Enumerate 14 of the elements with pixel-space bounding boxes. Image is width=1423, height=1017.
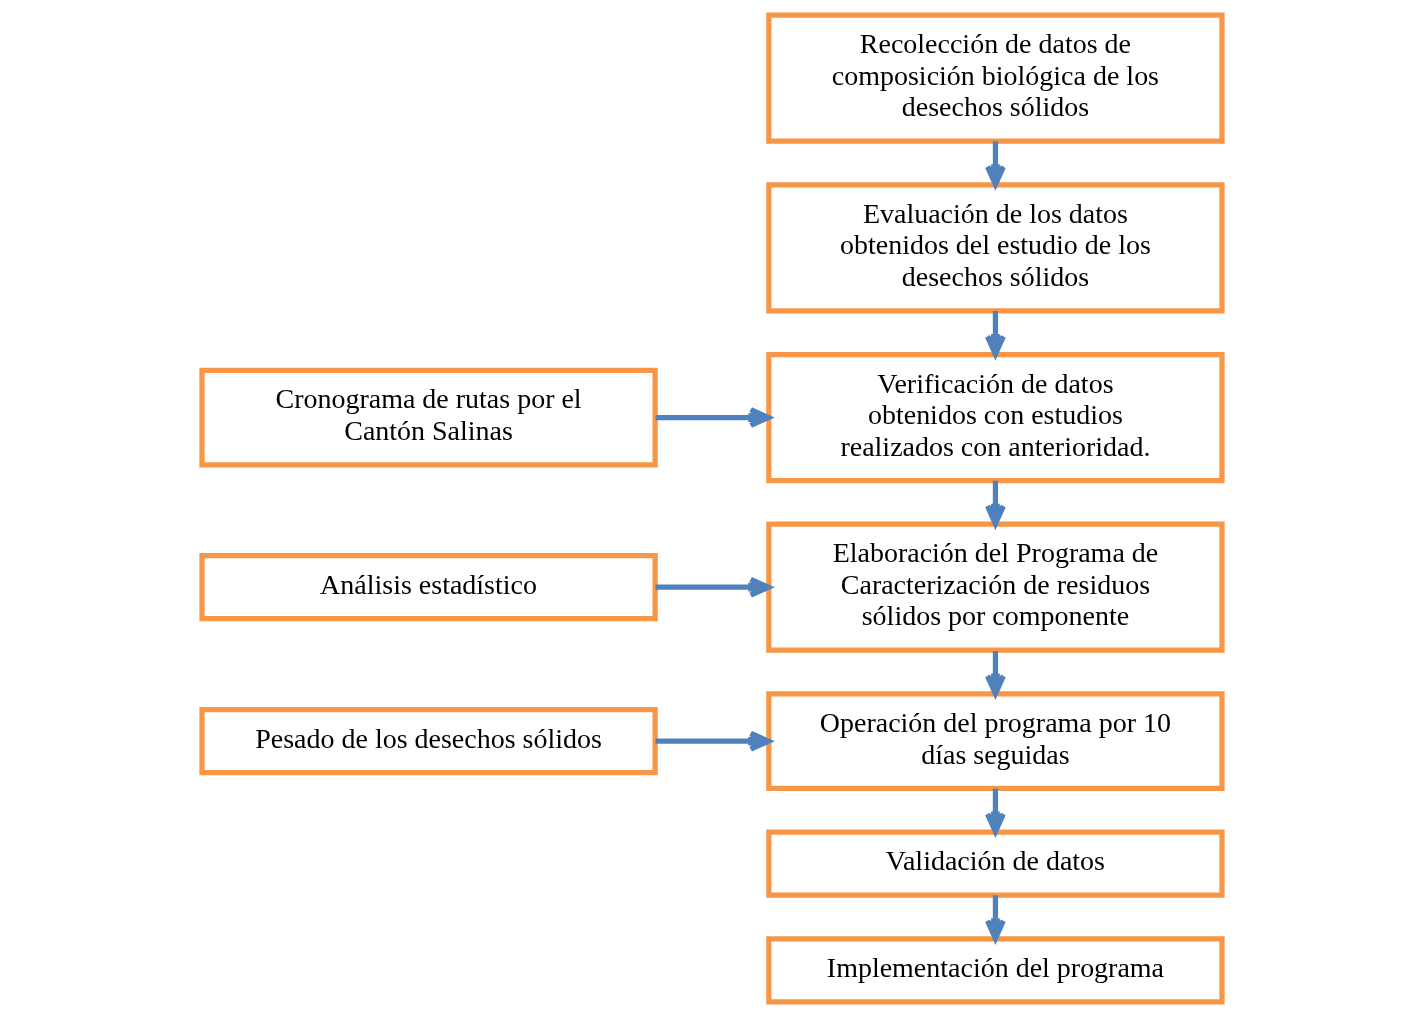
arrow [984, 480, 1006, 527]
arrow [984, 788, 1006, 835]
node-box: Análisis estadístico [198, 553, 658, 622]
arrow [984, 651, 1006, 697]
arrow [984, 895, 1006, 942]
node-box: Pesado de los desechos sólidos [198, 707, 658, 776]
node-box: Verificación de datos obtenidos con estudios realizados con anterioridad. [765, 351, 1225, 484]
node-box: Implementación del programa [765, 936, 1225, 1005]
node-box: Evaluación de los datos obtenidos del estudio de los desechos sólidos [765, 182, 1225, 314]
node-box: Elaboración del Programa de Caracterización de residuos sólidos por componente [765, 521, 1225, 653]
node-box: Recolección de datos de composición biológica de los desechos sólidos [765, 12, 1225, 144]
node-box: Operación del programa por 10 días seguidas [765, 691, 1225, 792]
node-box: Validación de datos [765, 829, 1225, 898]
node-box: Cronograma de rutas por el Cantón Salinas [198, 367, 658, 468]
